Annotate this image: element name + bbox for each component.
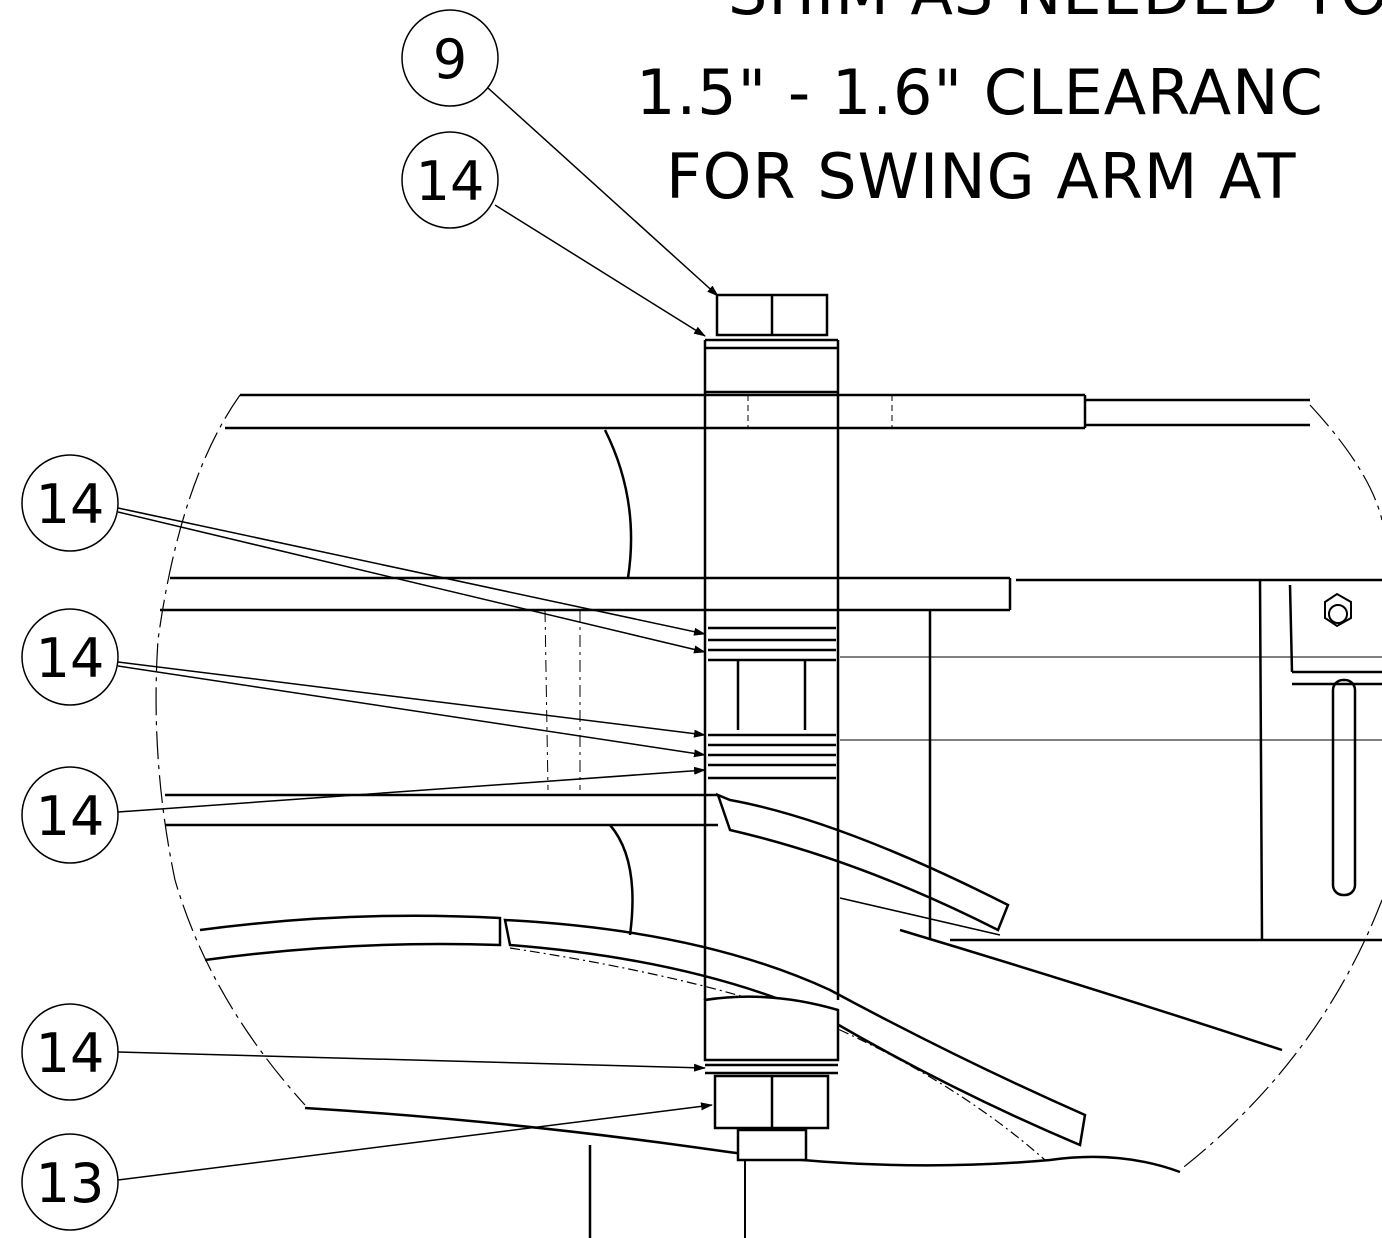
frame-bracket [950, 578, 1382, 942]
leader-14-b1 [117, 661, 706, 738]
leader-14-a2 [117, 511, 706, 654]
shim-stack-lower [708, 733, 1382, 780]
balloon-14-c: 14 [21, 766, 119, 864]
middle-plate [160, 576, 1012, 940]
leader-14-b2 [117, 665, 706, 758]
balloon-14-b: 14 [21, 608, 119, 706]
bolt-head [705, 293, 838, 350]
balloon-14-b-label: 14 [36, 627, 105, 690]
leader-9 [487, 87, 719, 297]
leader-14-d [117, 1051, 706, 1072]
balloon-9: 9 [401, 9, 499, 107]
leader-lines [117, 87, 719, 1181]
upper-plate [225, 393, 1310, 579]
shim-stack-upper [708, 626, 1382, 730]
balloon-13: 13 [21, 1133, 119, 1231]
leader-13 [117, 1102, 713, 1181]
balloon-14-d: 14 [21, 1003, 119, 1101]
balloon-14-top: 14 [401, 131, 499, 229]
balloon-14-d-label: 14 [36, 1022, 105, 1085]
bolt-shaft [703, 340, 840, 1000]
note-line-1: SHIM AS NEEDED TO [728, 0, 1382, 24]
balloon-14-top-label: 14 [416, 150, 485, 213]
balloon-14-c-label: 14 [36, 785, 105, 848]
note-line-2: 1.5" - 1.6" CLEARANC [636, 56, 1324, 129]
balloon-14-a-label: 14 [36, 473, 105, 536]
swing-arm-plate [165, 792, 1010, 936]
leader-14-top [494, 204, 706, 337]
note-line-3: FOR SWING ARM AT [666, 140, 1297, 213]
balloon-9-label: 9 [433, 28, 467, 91]
balloon-14-a: 14 [21, 454, 119, 552]
leader-14-a1 [117, 507, 706, 636]
leader-14-c [117, 766, 706, 813]
nut-assembly [703, 995, 840, 1238]
balloon-13-label: 13 [36, 1152, 105, 1215]
